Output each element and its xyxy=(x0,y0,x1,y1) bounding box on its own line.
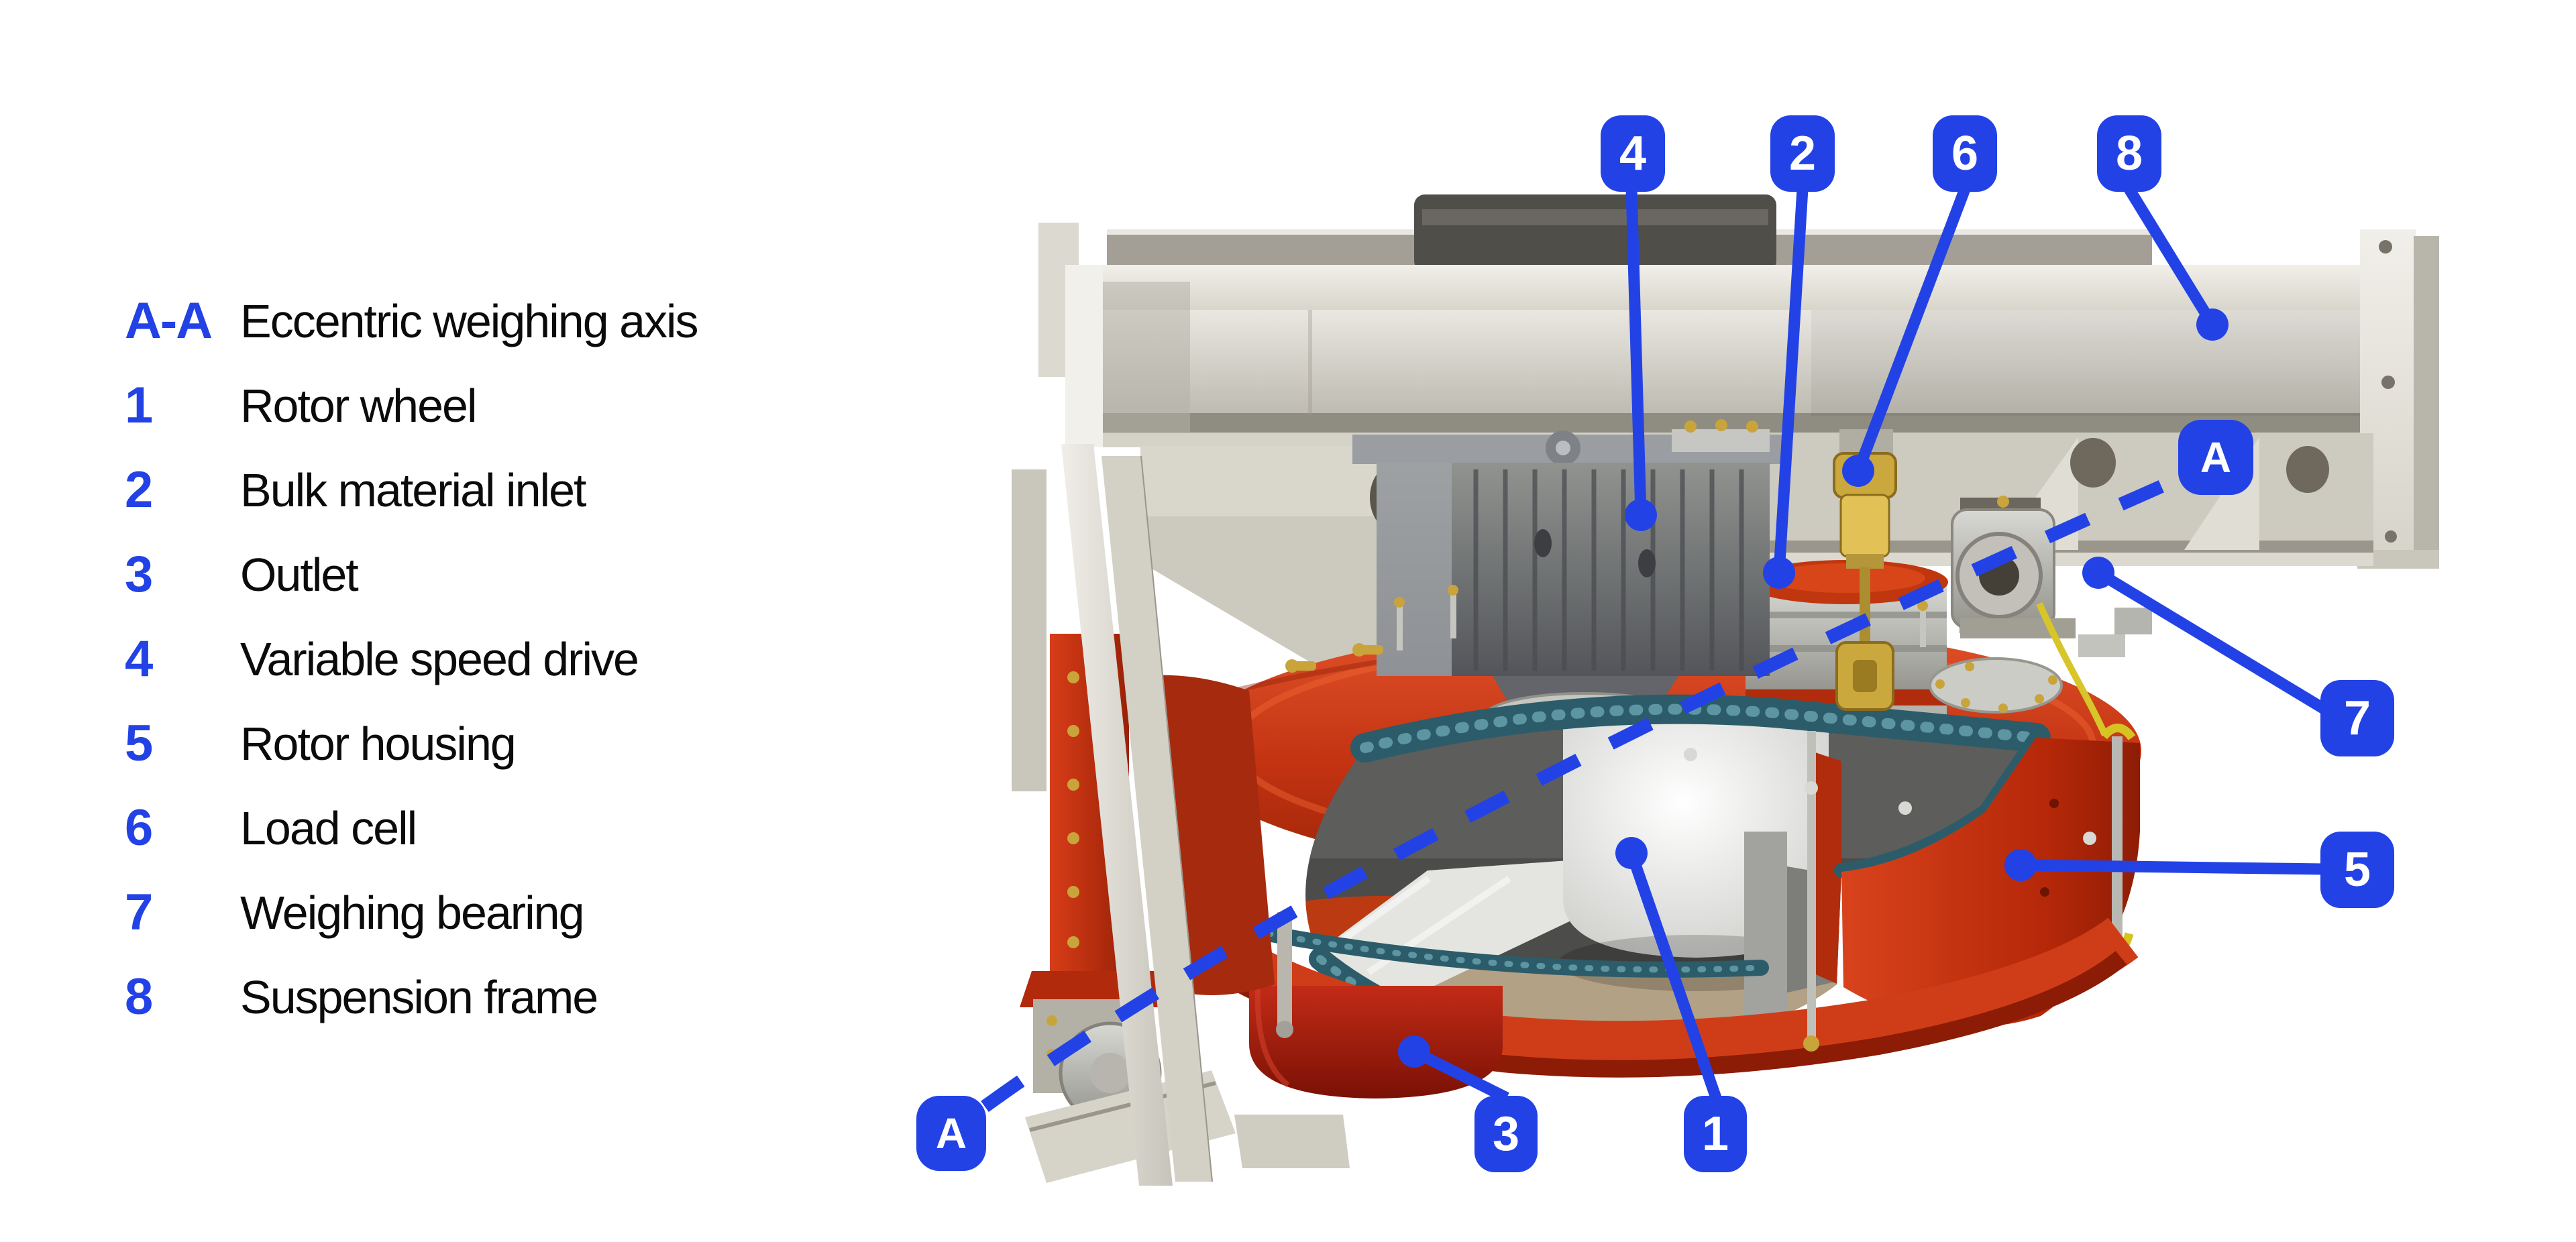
callout-badge-4: 4 xyxy=(1601,115,1665,192)
legend-label: Suspension frame xyxy=(240,971,598,1023)
legend-key: 1 xyxy=(125,377,153,434)
legend-label: Weighing bearing xyxy=(240,887,585,939)
legend-label: Outlet xyxy=(240,549,359,601)
frame-right-end-plate xyxy=(2357,229,2439,569)
legend-key: 6 xyxy=(125,799,153,856)
callout-badge-3: 3 xyxy=(1474,1096,1538,1172)
legend-row-axis: A-A Eccentric weighing axis xyxy=(125,279,699,363)
legend-key: A-A xyxy=(125,292,213,349)
callout-badge-2: 2 xyxy=(1770,115,1835,192)
legend-key: 8 xyxy=(125,968,153,1025)
legend-label: Bulk material inlet xyxy=(240,464,586,516)
legend-key: 3 xyxy=(125,546,153,603)
tie-rod xyxy=(2112,736,2123,958)
access-cover xyxy=(1929,657,2063,714)
legend-row-7: 7 Weighing bearing xyxy=(125,870,698,955)
eccentric-weighing-axis-line xyxy=(981,471,2185,1113)
legend-key: 7 xyxy=(125,884,153,941)
legend-key: 5 xyxy=(125,715,153,772)
drain-fitting xyxy=(1277,912,1292,1026)
legend-row-6: 6 Load cell xyxy=(125,786,698,870)
legend-row-5: 5 Rotor housing xyxy=(125,701,698,786)
legend-label: Load cell xyxy=(240,802,417,854)
legend: A-A Eccentric weighing axis 1 Rotor whee… xyxy=(125,279,699,1039)
legend-label: Rotor wheel xyxy=(240,380,478,432)
legend-label: Eccentric weighing axis xyxy=(240,295,699,347)
callout-badge-a-bottom: A xyxy=(916,1096,986,1171)
weighing-bearing xyxy=(1951,496,2108,737)
callout-badge-1: 1 xyxy=(1684,1096,1747,1172)
callout-badge-7: 7 xyxy=(2320,680,2394,756)
deck-bolts xyxy=(1684,748,2096,845)
legend-row-4: 4 Variable speed drive xyxy=(125,617,698,701)
legend-row-3: 3 Outlet xyxy=(125,532,698,617)
callout-badge-a-right: A xyxy=(2178,420,2253,495)
legend-row-1: 1 Rotor wheel xyxy=(125,363,698,448)
brass-elbow-fittings xyxy=(1285,643,1383,673)
legend-key: 2 xyxy=(125,461,153,518)
callout-leader-lines xyxy=(1398,186,2328,1103)
legend-label: Variable speed drive xyxy=(240,633,639,685)
suspension-rod xyxy=(1807,731,1816,1039)
deck-hardware xyxy=(1285,583,2152,845)
legend-key: 4 xyxy=(125,630,153,687)
callout-badge-6: 6 xyxy=(1933,115,1997,192)
callout-badge-5: 5 xyxy=(2320,832,2394,908)
earth-cable xyxy=(2036,602,2108,737)
legend-row-8: 8 Suspension frame xyxy=(125,955,698,1039)
legend-row-2: 2 Bulk material inlet xyxy=(125,448,698,532)
drive-top-between-beams xyxy=(1414,194,1776,272)
callout-badge-8: 8 xyxy=(2097,115,2161,192)
legend-label: Rotor housing xyxy=(240,718,517,770)
